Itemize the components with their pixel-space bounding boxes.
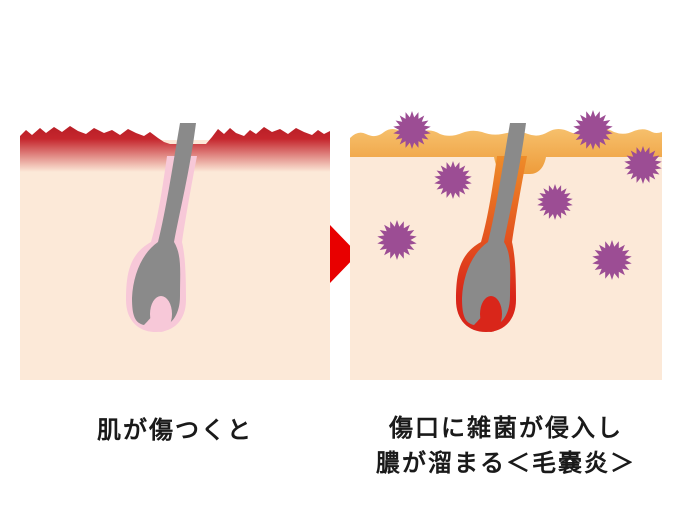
next-step-arrow-icon bbox=[330, 225, 358, 283]
right-caption-line1: 傷口に雑菌が侵入し bbox=[389, 415, 623, 442]
right-skin-panel bbox=[350, 110, 662, 380]
right-panel-caption: 傷口に雑菌が侵入し 膿が溜まる＜毛嚢炎＞ bbox=[344, 411, 668, 481]
left-panel-caption: 肌が傷つくと bbox=[20, 413, 330, 448]
hair-left bbox=[132, 123, 196, 325]
papilla-pus bbox=[480, 296, 502, 332]
left-skin-panel bbox=[20, 123, 330, 380]
left-caption-text: 肌が傷つくと bbox=[97, 417, 253, 444]
papilla-left bbox=[150, 296, 172, 332]
right-caption-line2: 膿が溜まる＜毛嚢炎＞ bbox=[376, 450, 636, 477]
wounded-skin-surface bbox=[20, 126, 330, 172]
hair-right bbox=[462, 123, 526, 325]
